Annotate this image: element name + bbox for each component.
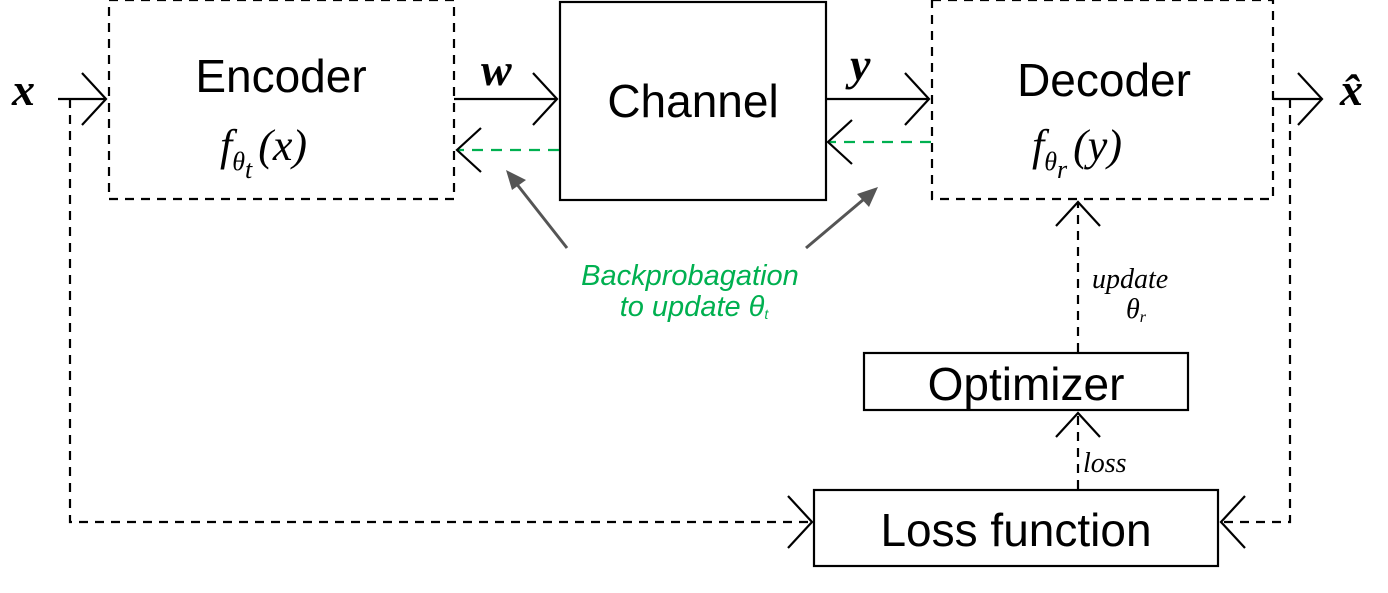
input-arrowhead: [81, 72, 108, 126]
decoder-title: Decoder: [1017, 54, 1191, 106]
optimizer-title: Optimizer: [928, 358, 1125, 410]
optimizer-to-decoder-arrowhead: [1055, 200, 1101, 227]
update-word-label: update: [1092, 264, 1168, 295]
output-signal-label: x̂: [1339, 64, 1363, 115]
loss-function-title: Loss function: [880, 504, 1151, 556]
backprop-pointer-left: [510, 177, 569, 249]
encoder-function-theta: θ: [232, 147, 245, 176]
channel-title: Channel: [607, 75, 778, 127]
backprop-pointer-right-head: [857, 187, 878, 207]
loss-function-block: [812, 488, 1220, 568]
backprop-label-line2: to update θ: [620, 291, 765, 323]
channel-block: [558, 0, 828, 202]
backprop-pointer-left-head: [506, 170, 526, 190]
loss-word-label: loss: [1083, 448, 1127, 479]
backprop-arrowhead-encoder: [455, 127, 482, 173]
input-to-loss-line: [68, 99, 812, 524]
encoder-title: Encoder: [195, 50, 366, 102]
backprop-label: Backprobagation to update θt: [581, 260, 807, 323]
loss-to-optimizer-arrowhead: [1055, 411, 1101, 438]
backprop-label-line1: Backprobagation: [581, 260, 799, 292]
encoder-function-arg: (x): [258, 121, 307, 170]
output-to-loss-arrowhead: [1219, 495, 1246, 549]
backprop-pointer-right: [805, 192, 871, 250]
encoder-function-theta-sub: t: [245, 155, 253, 184]
received-signal-label: y: [845, 39, 871, 90]
update-param-sub: r: [1140, 309, 1147, 326]
update-param-label: θr: [1126, 294, 1147, 326]
input-to-loss-arrowhead: [787, 495, 814, 549]
output-to-loss-line: [1221, 99, 1292, 524]
backprop-arrowhead-channel: [826, 119, 853, 165]
decoder-function: fθr(y): [1032, 121, 1122, 184]
backprop-label-sub: t: [764, 306, 769, 322]
decoder-function-theta-sub: r: [1057, 155, 1068, 184]
encoder-to-channel-arrowhead: [532, 72, 559, 126]
encoded-signal-label: w: [481, 44, 512, 95]
decoder-function-theta: θ: [1044, 147, 1057, 176]
channel-to-decoder-arrowhead: [904, 72, 931, 126]
decoder-function-arg: (y): [1073, 121, 1122, 170]
optimizer-block: [862, 351, 1190, 412]
encoder-function: fθt(x): [220, 121, 307, 184]
output-arrowhead: [1297, 72, 1324, 126]
update-param-theta: θ: [1126, 294, 1140, 325]
input-signal-label: x: [11, 64, 35, 115]
